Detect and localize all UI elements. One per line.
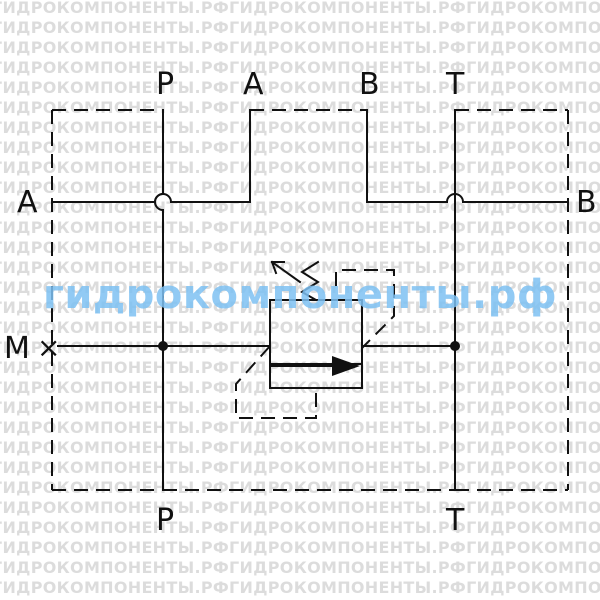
outer-boundary [51,109,569,491]
port-labels: P A B T A B M × P T [4,67,597,538]
watermark-row: ГИДРОКОМПОНЕНТЫ.РФГИДРОКОМПОНЕНТЫ.РФГИДР… [0,458,600,477]
watermark-row: ГИДРОКОМПОНЕНТЫ.РФГИДРОКОМПОНЕНТЫ.РФГИДР… [0,438,600,457]
center-watermark: гидрокомпоненты.рф [42,272,558,318]
watermark-row: ГИДРОКОМПОНЕНТЫ.РФГИДРОКОМПОНЕНТЫ.РФГИДР… [0,278,600,297]
port-label-a-left: A [17,185,38,220]
watermark-row: ГИДРОКОМПОНЕНТЫ.РФГИДРОКОМПОНЕНТЫ.РФГИДР… [0,538,600,557]
watermark-row: ГИДРОКОМПОНЕНТЫ.РФГИДРОКОМПОНЕНТЫ.РФГИДР… [0,138,600,157]
watermark-row: ГИДРОКОМПОНЕНТЫ.РФГИДРОКОМПОНЕНТЫ.РФГИДР… [0,158,600,177]
watermark-row: ГИДРОКОМПОНЕНТЫ.РФГИДРОКОМПОНЕНТЫ.РФГИДР… [0,18,600,37]
watermark-row: ГИДРОКОМПОНЕНТЫ.РФГИДРОКОМПОНЕНТЫ.РФГИДР… [0,238,600,257]
watermark-row: ГИДРОКОМПОНЕНТЫ.РФГИДРОКОМПОНЕНТЫ.РФГИДР… [0,578,600,597]
a-line [51,109,251,204]
port-label-b-top: B [359,67,380,102]
watermark-row: ГИДРОКОМПОНЕНТЫ.РФГИДРОКОМПОНЕНТЫ.РФГИДР… [0,0,600,17]
m-line [57,341,460,351]
watermark-row: ГИДРОКОМПОНЕНТЫ.РФГИДРОКОМПОНЕНТЫ.РФГИДР… [0,318,600,337]
junction-p [158,341,168,351]
port-label-p-top: P [156,67,174,102]
pilot-line-top [335,269,395,349]
watermark-row: ГИДРОКОМПОНЕНТЫ.РФГИДРОКОМПОНЕНТЫ.РФГИДР… [0,338,600,357]
spring [300,260,320,302]
port-m-cross: × [37,331,60,364]
port-label-a-top: A [243,67,264,102]
watermark-row: ГИДРОКОМПОНЕНТЫ.РФГИДРОКОМПОНЕНТЫ.РФГИДР… [0,398,600,417]
watermark-row: ГИДРОКОМПОНЕНТЫ.РФГИДРОКОМПОНЕНТЫ.РФГИДР… [0,178,600,197]
b-line [366,109,569,204]
adjust-arrow-shaft [270,260,302,284]
junction-t [450,341,460,351]
port-label-t-bottom: T [445,503,465,538]
relief-valve [235,260,395,419]
watermark-row: ГИДРОКОМПОНЕНТЫ.РФГИДРОКОМПОНЕНТЫ.РФГИДР… [0,358,600,377]
watermark-row: ГИДРОКОМПОНЕНТЫ.РФГИДРОКОМПОНЕНТЫ.РФГИДР… [0,298,600,317]
watermark-row: ГИДРОКОМПОНЕНТЫ.РФГИДРОКОМПОНЕНТЫ.РФГИДР… [0,518,600,537]
port-label-m: M [4,331,30,366]
watermark-row: ГИДРОКОМПОНЕНТЫ.РФГИДРОКОМПОНЕНТЫ.РФГИДР… [0,418,600,437]
watermark-row: ГИДРОКОМПОНЕНТЫ.РФГИДРОКОМПОНЕНТЫ.РФГИДР… [0,98,600,117]
port-label-p-bottom: P [156,503,174,538]
watermark-row: ГИДРОКОМПОНЕНТЫ.РФГИДРОКОМПОНЕНТЫ.РФГИДР… [0,218,600,237]
watermark-row: ГИДРОКОМПОНЕНТЫ.РФГИДРОКОМПОНЕНТЫ.РФГИДР… [0,258,600,277]
watermark-row: ГИДРОКОМПОНЕНТЫ.РФГИДРОКОМПОНЕНТЫ.РФГИДР… [0,498,600,517]
watermark-row: ГИДРОКОМПОНЕНТЫ.РФГИДРОКОМПОНЕНТЫ.РФГИДР… [0,78,600,97]
watermark-row: ГИДРОКОМПОНЕНТЫ.РФГИДРОКОМПОНЕНТЫ.РФГИДР… [0,478,600,497]
watermark-row: ГИДРОКОМПОНЕНТЫ.РФГИДРОКОМПОНЕНТЫ.РФГИДР… [0,118,600,137]
valve-arrow-head [332,356,360,376]
port-label-b-right: B [576,185,597,220]
port-label-t-top: T [445,67,465,102]
watermark-row: ГИДРОКОМПОНЕНТЫ.РФГИДРОКОМПОНЕНТЫ.РФГИДР… [0,38,600,57]
watermark-row: ГИДРОКОМПОНЕНТЫ.РФГИДРОКОМПОНЕНТЫ.РФГИДР… [0,58,600,77]
watermark-row: ГИДРОКОМПОНЕНТЫ.РФГИДРОКОМПОНЕНТЫ.РФГИДР… [0,558,600,577]
adjust-arrow-head [270,260,285,275]
pilot-line-bottom [235,345,317,419]
